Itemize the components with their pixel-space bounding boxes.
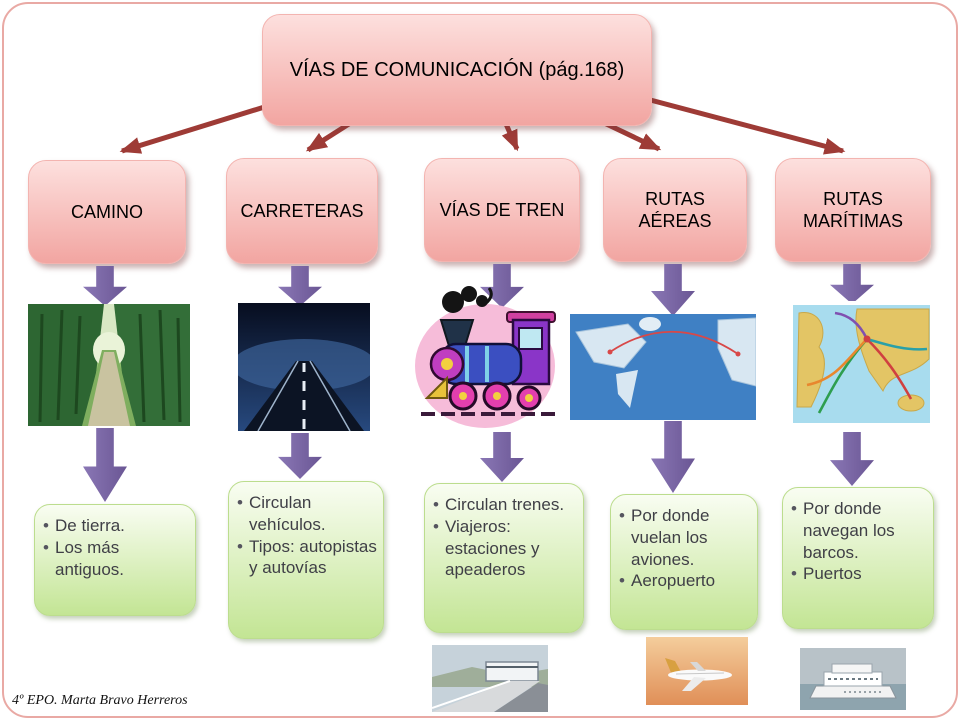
bullet-item: Circulan trenes.	[433, 494, 577, 516]
bullet-list: De tierra. Los más antiguos.	[43, 515, 189, 580]
node-rutas-maritimas: RUTAS MARÍTIMAS	[775, 158, 931, 262]
detail-rutas-aereas: Por donde vuelan los aviones. Aeropuerto	[610, 494, 758, 630]
bullet-list: Por donde vuelan los aviones. Aeropuerto	[619, 505, 751, 592]
node-camino: CAMINO	[28, 160, 186, 264]
ship-image	[800, 648, 906, 710]
detail-vias-de-tren: Circulan trenes. Viajeros: estaciones y …	[424, 483, 584, 633]
down-arrow-icon	[83, 266, 127, 306]
down-arrow-icon	[830, 264, 874, 304]
bullet-item: Por donde vuelan los aviones.	[619, 505, 751, 570]
bullet-item: Viajeros: estaciones y apeaderos	[433, 516, 577, 581]
footer-credit: 4º EPO. Marta Bravo Herreros	[12, 693, 188, 708]
bullet-list: Por donde navegan los barcos. Puertos	[791, 498, 927, 585]
bullet-item: Circulan vehículos.	[237, 492, 377, 536]
bullet-list: Circulan vehículos. Tipos: autopistas y …	[237, 492, 377, 579]
node-carreteras: CARRETERAS	[226, 158, 378, 264]
air-routes-map-image	[570, 314, 756, 420]
title-node: VÍAS DE COMUNICACIÓN (pág.168)	[262, 14, 652, 126]
node-camino-label: CAMINO	[71, 201, 143, 222]
sea-routes-map-image	[789, 301, 934, 431]
cartoon-train-image	[413, 284, 565, 432]
airplane-image	[646, 637, 748, 705]
bullet-item: Los más antiguos.	[43, 537, 189, 581]
node-rutas-maritimas-label: RUTAS MARÍTIMAS	[802, 188, 903, 232]
node-vias-de-tren: VÍAS DE TREN	[424, 158, 580, 262]
train-station-image	[432, 645, 548, 712]
title-text: VÍAS DE COMUNICACIÓN (pág.168)	[289, 58, 625, 81]
down-arrow-icon	[830, 432, 874, 486]
bullet-item: Tipos: autopistas y autovías	[237, 536, 377, 580]
down-arrow-icon	[278, 433, 322, 479]
night-road-image	[238, 303, 370, 431]
down-arrow-icon	[480, 432, 524, 482]
node-rutas-aereas: RUTAS AÉREAS	[603, 158, 747, 262]
bullet-item: Puertos	[791, 563, 927, 585]
node-vias-de-tren-label: VÍAS DE TREN	[439, 199, 565, 220]
bullet-item: Por donde navegan los barcos.	[791, 498, 927, 563]
down-arrow-icon	[651, 421, 695, 493]
down-arrow-icon	[83, 428, 127, 502]
bullet-item: De tierra.	[43, 515, 189, 537]
detail-camino: De tierra. Los más antiguos.	[34, 504, 196, 616]
bullet-item: Aeropuerto	[619, 570, 751, 592]
bullet-list: Circulan trenes. Viajeros: estaciones y …	[433, 494, 577, 581]
down-arrow-icon	[651, 264, 695, 316]
node-rutas-aereas-label: RUTAS AÉREAS	[638, 188, 712, 232]
down-arrow-icon	[278, 266, 322, 306]
forest-path-image	[28, 304, 190, 426]
detail-rutas-maritimas: Por donde navegan los barcos. Puertos	[782, 487, 934, 629]
detail-carreteras: Circulan vehículos. Tipos: autopistas y …	[228, 481, 384, 639]
node-carreteras-label: CARRETERAS	[240, 200, 364, 221]
